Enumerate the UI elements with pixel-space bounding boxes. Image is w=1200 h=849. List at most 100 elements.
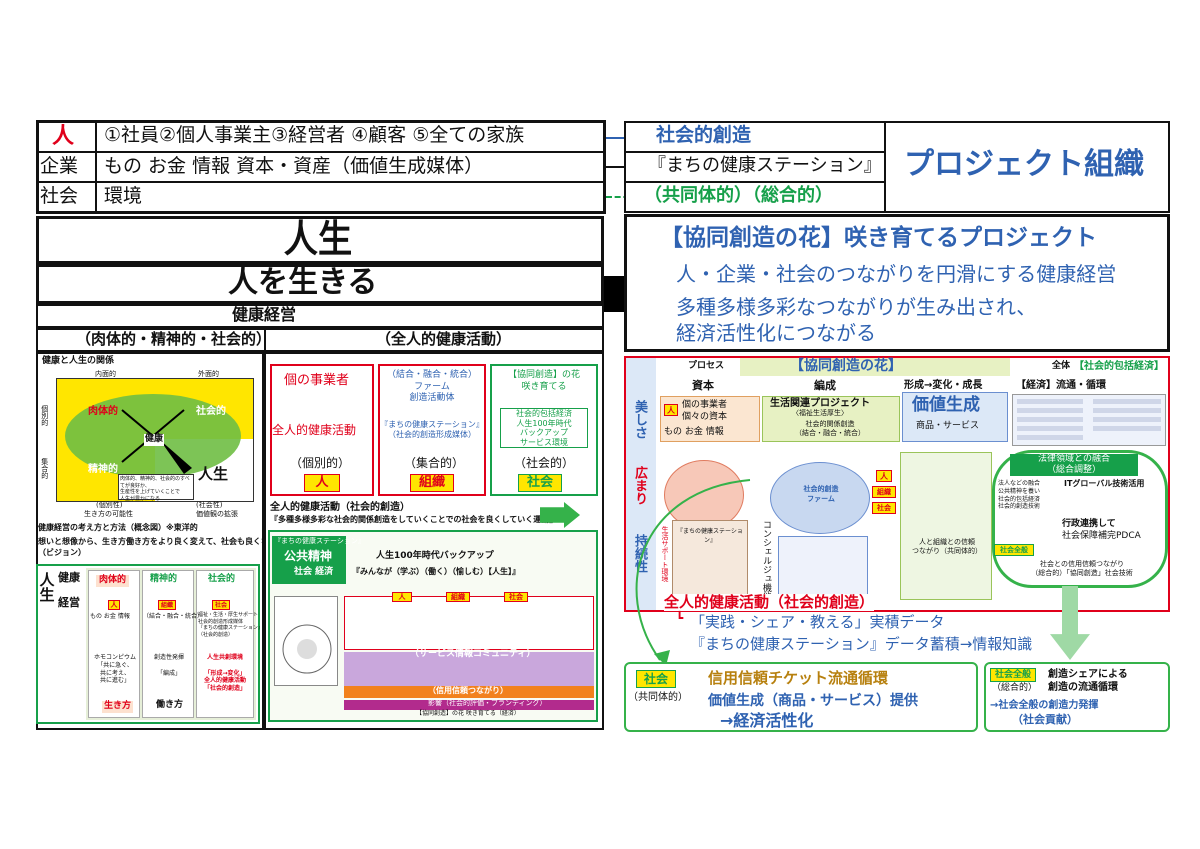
table-col3 — [196, 570, 254, 718]
rd-mono: もの お金 情報 — [664, 427, 724, 437]
rd-jigyousha: 個の事業者 個々の資本 — [682, 400, 728, 422]
row-content-person: ①社員②個人事業主③経営者 ④顧客 ⑤全ての家族 — [104, 124, 525, 146]
rd-shohin: 商品・サービス — [916, 421, 980, 431]
mid-grid-badge2: 組織 — [446, 592, 470, 602]
concept2: 想いと想像から、生き方働き方をより良く変えて、社会も良くなる — [38, 537, 278, 546]
rd-capital-badge: 人 — [664, 404, 678, 416]
row-label-society: 社会 — [40, 185, 79, 207]
rd-circle-person — [664, 460, 744, 530]
rd-screen-grid — [1012, 394, 1166, 446]
table-r1: 健康 — [58, 571, 80, 584]
rd-shakai-kankei: 社会的関係創造 （結合・融合・統合） — [795, 420, 865, 438]
rd-badge-person: 人 — [876, 470, 892, 482]
mid-footer-bar — [344, 700, 594, 710]
label-spread: 広まり — [632, 466, 647, 505]
table-c2-items: （結合・融合・統合） — [143, 613, 204, 620]
rd-gyosei: 行政連携して — [1062, 519, 1116, 529]
table-c2-head: 精神的 — [150, 574, 178, 584]
rd-badge-soc: 社会 — [872, 502, 896, 514]
br-arrow2: 『まちの健康ステーション』データ蓄積→情報知識 — [690, 635, 1033, 653]
rd-title-bar — [740, 358, 1010, 376]
mid-col3-a: 【協同創造】の花 咲き育てる — [507, 370, 580, 392]
target-table — [624, 121, 1170, 213]
rd-all2: 【社会的包括経済】 — [1074, 361, 1164, 372]
br-box1-line1: 信用信頼チケット流通循環 — [708, 669, 889, 687]
br-box2-line3: （社会貢献） — [1012, 713, 1078, 726]
rd-concierge: コンシェルジュ機能 — [761, 520, 771, 601]
row-label-person: 人 — [52, 124, 75, 149]
rd-hensei: 編成 — [814, 379, 836, 392]
top-table — [36, 120, 606, 214]
foot4: 価値観の拡張 — [196, 510, 238, 518]
mid-band2: 『多種多様多彩な社会的関係創造をしていくことでの社会を良くしていく運動』 — [270, 515, 558, 524]
rd-network — [778, 536, 868, 600]
rd-box-kachi — [902, 392, 1008, 442]
br-box1-line2: 価値生成（商品・サービス）提供 — [708, 693, 918, 709]
life-header-box — [36, 328, 604, 352]
table-c1-foot: 生き方 — [102, 701, 134, 713]
rd-keizai: 【経済】流通・循環 — [1016, 380, 1106, 391]
concept1: 健康経営の考え方と方法（概念図）※東洋的 — [38, 523, 198, 532]
arrow-person — [606, 137, 638, 139]
flower-title: 【協同創造の花】咲き育てるプロジェクト — [660, 225, 1097, 251]
target-social-creation: 社会的創造 — [656, 124, 752, 146]
arrow-company — [606, 166, 638, 168]
rd-kachi: 価値生成 — [912, 395, 980, 415]
rd-badge-org: 組織 — [872, 486, 896, 498]
mid-col3-c: （社会的） — [514, 456, 575, 470]
mid-col3-b: 社会的包括経済 人生100年時代 バックアップ サービス環境 — [500, 408, 588, 449]
label-beauty: 美しさ — [632, 400, 647, 439]
mid-col1 — [270, 364, 374, 496]
mid-grid-badge3: 社会 — [504, 592, 528, 602]
red-corner-icon: ┗ — [676, 611, 684, 625]
target-divider-v — [884, 122, 886, 212]
life-label: 人生 — [198, 465, 229, 483]
mid-trust: （信用信頼つながり） — [428, 686, 508, 695]
rd-fukushi: 〈福祉生活厚生〉 — [792, 409, 848, 417]
mid-col1-a: 個の事業者 — [284, 373, 350, 388]
rd-all: 全体 — [1052, 361, 1071, 371]
rd-box-seikatsu — [762, 396, 900, 442]
top-table-divider-v — [95, 121, 97, 213]
br-box2-line1: 創造シェアによる 創造の流通循環 — [1048, 669, 1128, 693]
foot2: (社会性) — [196, 501, 223, 509]
mid-minna: 『みんなが（学ぶ）（働く）（愉しむ）【人生】』 — [352, 567, 520, 576]
diagram-note: 肉体的、精神的、社会的のすべてが良好か、 生産性を上げていくことで 人生が豊かに… — [118, 474, 194, 502]
mid-l100: 人生100年時代バックアップ — [376, 551, 494, 561]
rd-life-support: 生活サポート環境 — [661, 526, 669, 582]
physical-label: 肉体的 — [88, 406, 118, 417]
rd-seikatsu: 生活関連プロジェクト — [770, 398, 870, 409]
mid-col1-b: 全人的健康活動 — [272, 423, 357, 437]
mid-col2-b: 『まちの健康ステーション』 （社会的創造形成媒体） — [380, 420, 484, 440]
br-arrow1: 「実践・シェア・教える」実積データ — [690, 613, 945, 631]
row2-label: 集合的 — [40, 458, 49, 479]
rd-title: 【協同創造の花】 — [790, 358, 902, 374]
mid-col3 — [490, 364, 598, 496]
rd-shakai-zen: 社会全般 — [994, 544, 1034, 556]
table-c1-items: もの お金 情報 — [90, 613, 130, 620]
rd-legal-header: 法律領域との融合 （総合調整） — [1010, 454, 1138, 476]
mid-col3-badge: 社会 — [518, 474, 562, 492]
row-content-society: 環境 — [104, 185, 143, 207]
foot3: 生き方の可能性 — [84, 510, 133, 518]
top-table-divider-h2 — [37, 181, 605, 183]
target-station: 『まちの健康ステーション』 — [648, 155, 882, 176]
life-title: 人生 — [283, 217, 353, 261]
life-subtitle: 人を生きる — [228, 265, 378, 300]
life-title-box — [36, 216, 604, 264]
mid-col1-badge: 人 — [304, 474, 340, 492]
row1-label: 個別的 — [40, 405, 49, 426]
table-c1-body: ホモコンピウム 「共に急ぐ、 共に考え、 共に進む」 — [93, 654, 136, 685]
br-box1-sub: （共同体的） — [628, 692, 688, 703]
left-header: （肉体的・精神的・社会的） — [76, 330, 272, 348]
rd-mid-green — [900, 452, 992, 600]
rd-farm: 社会的創造 ファーム — [803, 485, 839, 503]
mid-col2-badge: 組織 — [410, 474, 454, 492]
label-sustain: 持続性 — [632, 534, 647, 573]
br-box2-line2: →社会全般の創造力発揮 — [990, 700, 1099, 711]
target-divider-h1 — [625, 151, 885, 153]
rd-trust: 社会との信用信頼つながり （総合的）「協同創造」社会技術 — [1031, 560, 1133, 578]
arrow-society — [606, 196, 638, 198]
foot1: (個別性) — [96, 501, 123, 509]
rd-pdca: 社会保障補完PDCA — [1062, 531, 1141, 541]
